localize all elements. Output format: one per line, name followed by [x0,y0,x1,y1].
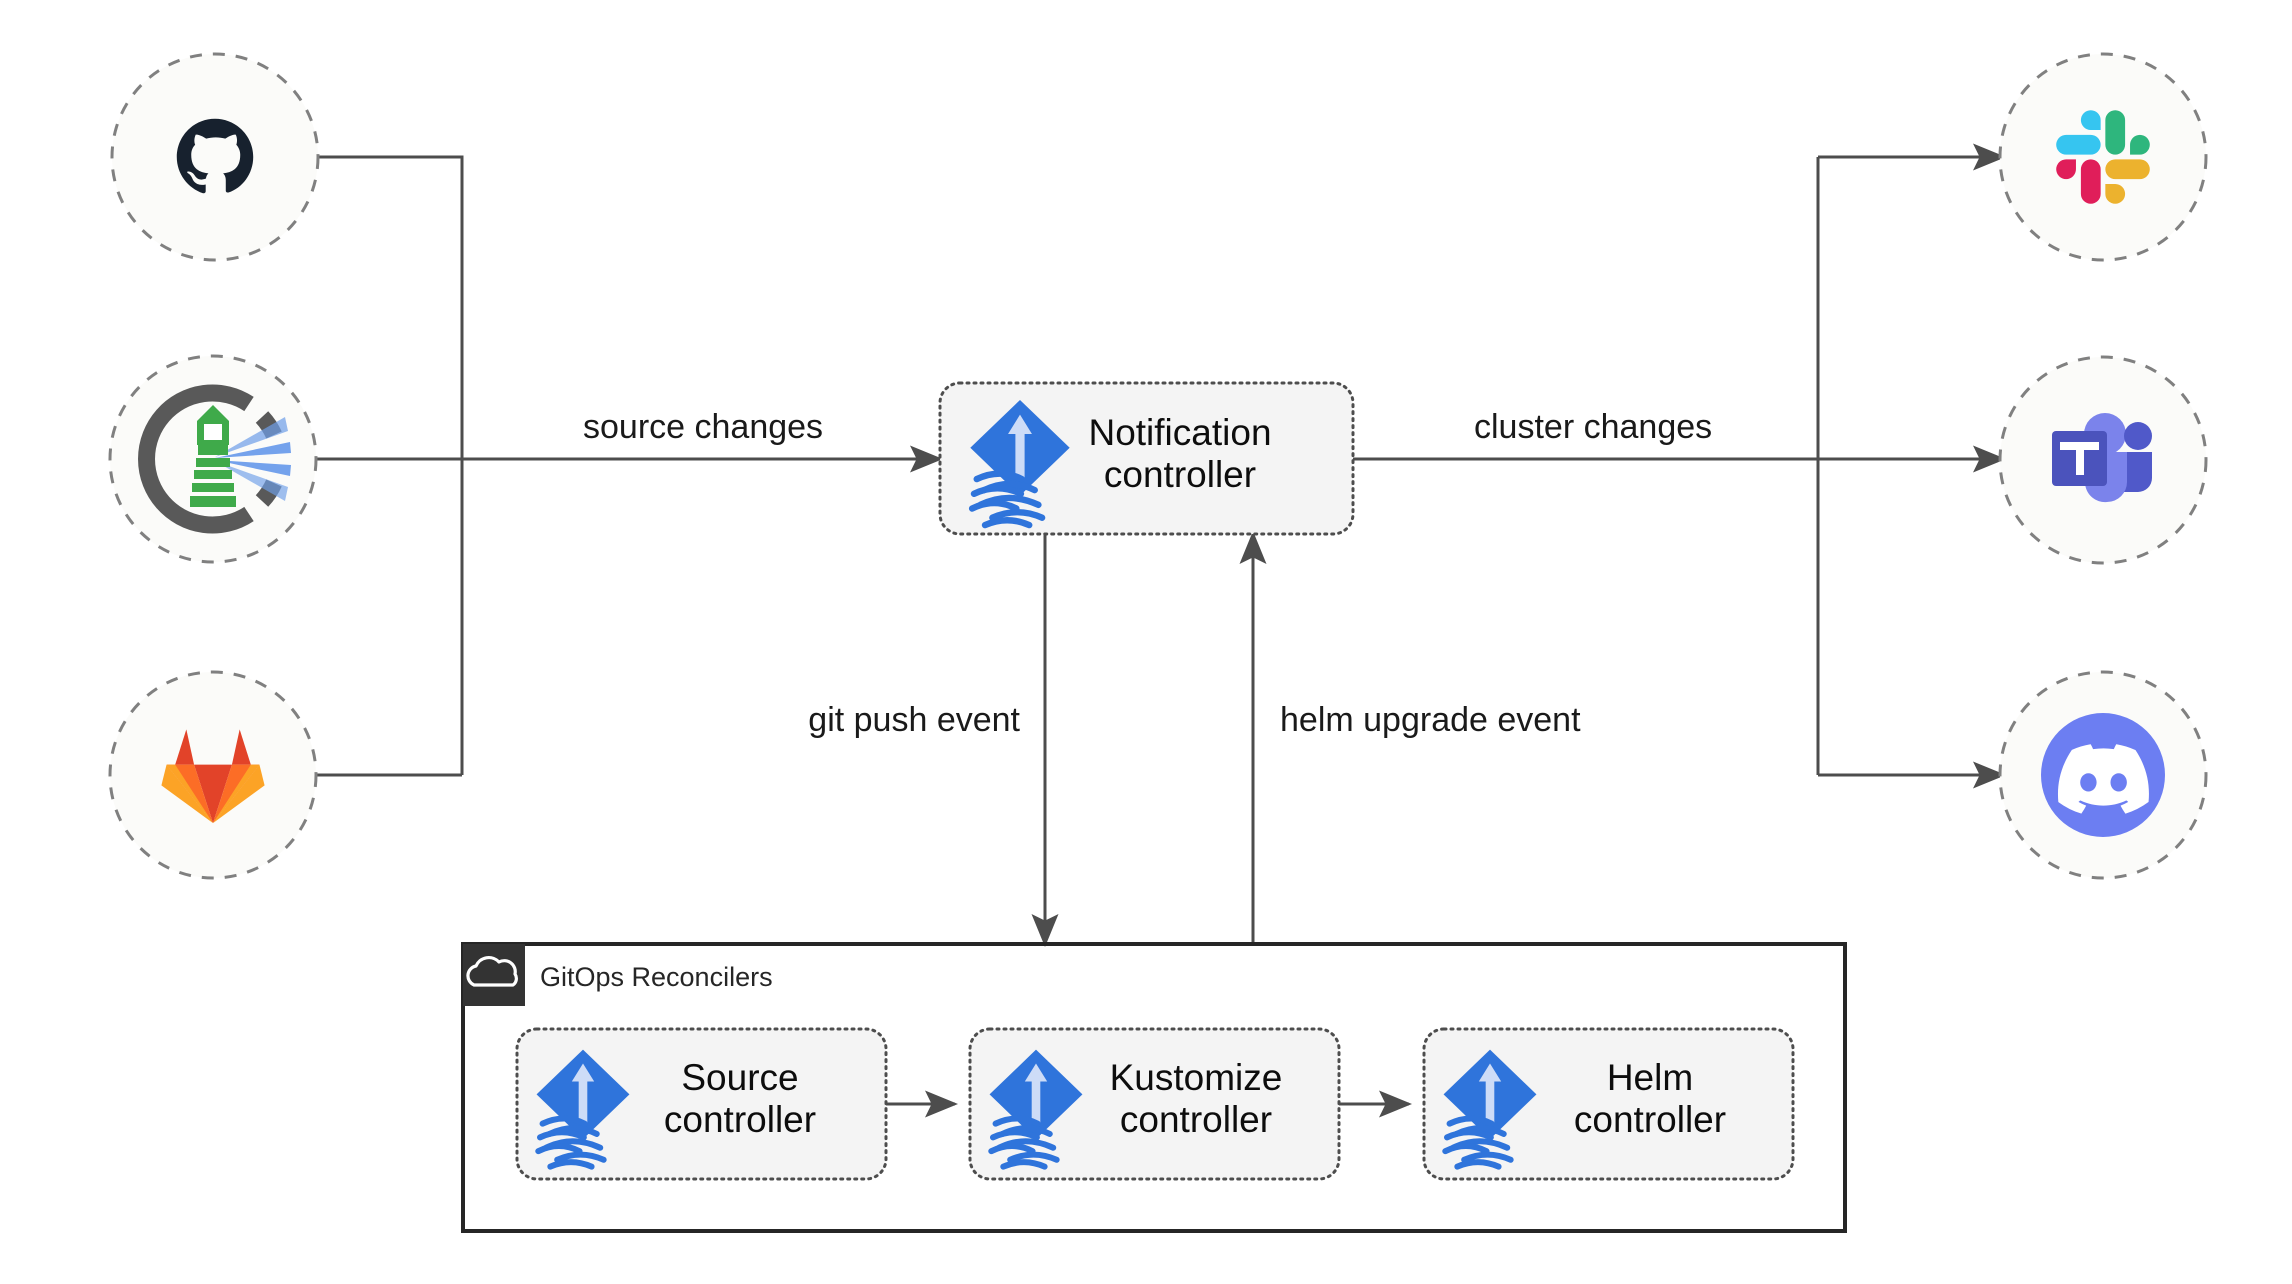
notification-controller-label-line1: Notification [1088,412,1271,453]
node-source-controller[interactable]: Source controller [515,1027,888,1181]
notification-controller-box [938,381,1355,536]
gitops-reconcilers-group: GitOps Reconcilers [461,942,1847,1233]
helm-controller-box [1422,1027,1795,1181]
gitops-reconcilers-box [461,942,1847,1233]
destination-node-discord[interactable] [1998,670,2208,880]
cloud-icon [466,956,518,987]
github-logo [176,118,254,194]
source-controller-label-line2: controller [664,1099,816,1140]
edge-github-trunk [316,155,464,775]
kustomize-controller-label-line2: controller [1120,1099,1272,1140]
flux-controller-icon [968,399,1070,529]
edge-label-helm-upgrade-event: helm upgrade event [1280,701,1581,739]
edge-label-source-changes: source changes [583,408,823,446]
kustomize-controller-label-line1: Kustomize [1110,1057,1283,1098]
node-helm-controller[interactable]: Helm controller [1422,1027,1795,1181]
destination-node-slack[interactable] [1998,52,2208,262]
notification-controller-label-line2: controller [1104,454,1256,495]
discord-logo [2041,713,2165,837]
slack-circle [1998,52,2208,262]
helm-controller-label-line1: Helm [1607,1057,1693,1098]
gitops-reconcilers-label: GitOps Reconcilers [540,962,773,992]
edge-label-git-push-event: git push event [808,701,1020,739]
source-node-gitlab[interactable] [108,670,318,880]
flux-controller-icon [1442,1049,1537,1170]
source-controller-label-line1: Source [681,1057,798,1098]
ms-teams-logo [2052,413,2152,503]
kustomize-controller-box [968,1027,1341,1181]
node-kustomize-controller[interactable]: Kustomize controller [968,1027,1341,1181]
flux-controller-icon [988,1049,1083,1170]
source-node-github[interactable] [110,52,320,262]
destination-node-teams[interactable] [1998,355,2208,565]
github-circle [110,52,320,262]
source-controller-box [515,1027,888,1181]
flux-controller-icon [535,1049,630,1170]
flux-lighthouse-logo [138,384,291,534]
node-notification-controller[interactable]: Notification controller [938,381,1355,536]
edge-label-cluster-changes: cluster changes [1474,408,1712,446]
slack-logo [2056,110,2150,204]
helm-controller-label-line2: controller [1574,1099,1726,1140]
gitlab-logo [161,729,265,824]
source-node-fluxcd[interactable] [108,354,318,564]
